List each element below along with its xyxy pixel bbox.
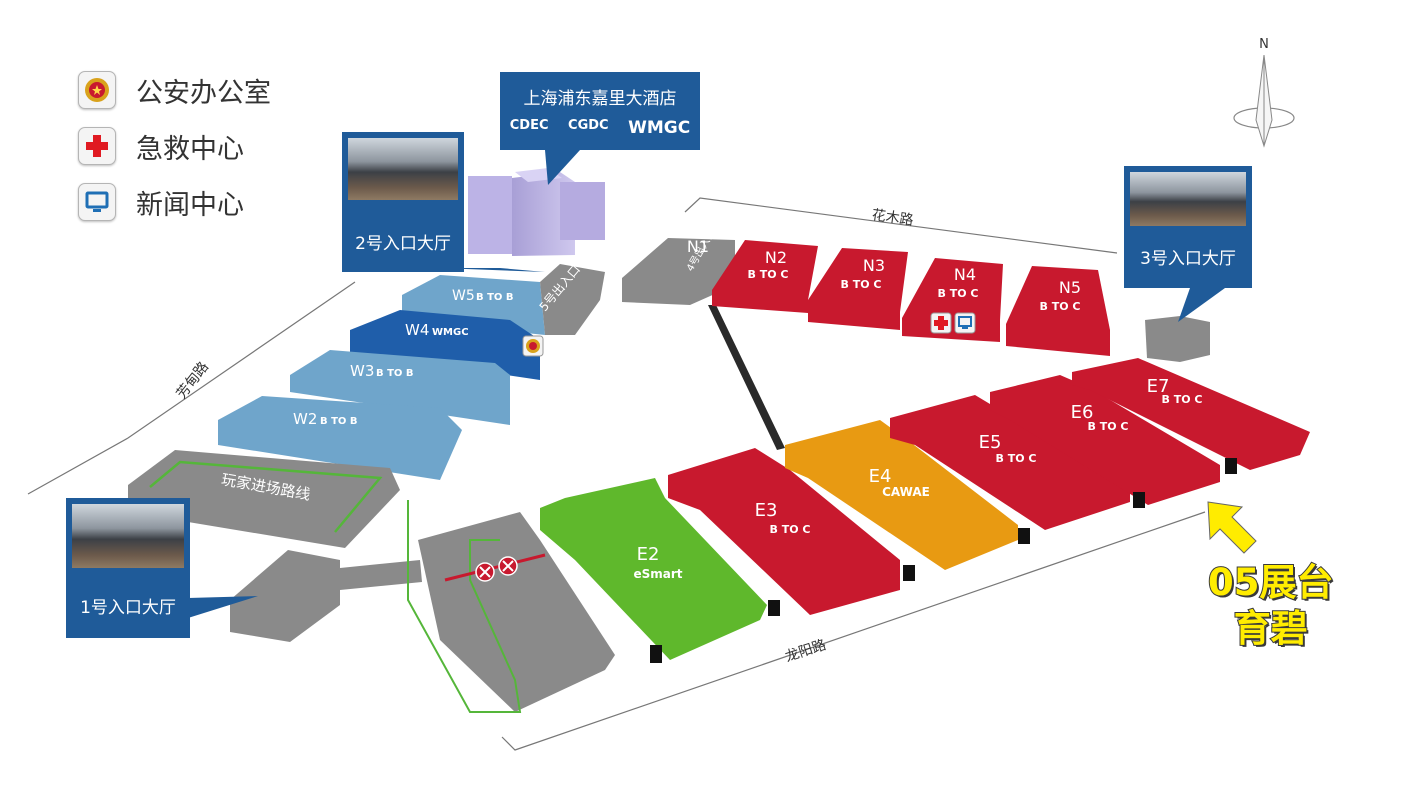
connector-1 — [340, 560, 422, 590]
hall-e5-block[interactable] — [890, 395, 1130, 530]
hall-w4-block[interactable] — [350, 310, 540, 380]
hall-3-entrance-block[interactable] — [1145, 316, 1210, 362]
hall-n2-type: B TO C — [748, 268, 789, 281]
hall-e3-name: E3 — [755, 500, 778, 521]
cdec-logo: CDEC — [509, 118, 549, 133]
hall-e6-block[interactable] — [990, 375, 1220, 505]
hall-n4-block[interactable] — [902, 258, 1003, 342]
hall-e3-type: B TO C — [770, 523, 811, 536]
wmgc-logo: WMGC — [628, 118, 691, 138]
legend-press-label: 新闻中心 — [136, 189, 244, 221]
hall-2-photo — [348, 138, 458, 200]
hall-3-photo — [1130, 172, 1246, 226]
hall-e5-type: B TO C — [996, 452, 1037, 465]
cgdc-logo: CGDC — [568, 118, 609, 133]
closed-icon-2 — [498, 556, 518, 576]
hall-e2-block[interactable] — [540, 478, 767, 660]
police-badge-icon — [78, 71, 116, 109]
hall-n2-name: N2 — [765, 248, 787, 267]
roads — [27, 197, 1206, 751]
legend-medical-label: 急救中心 — [136, 133, 244, 165]
road-north-label: 花木路 — [871, 207, 915, 229]
hall-n5-name: N5 — [1059, 278, 1081, 297]
hall-n1-name: N1 — [687, 237, 709, 256]
hotel-title: 上海浦东嘉里大酒店 — [523, 89, 677, 109]
hall-3-callout[interactable]: 3号入口大厅 — [1124, 166, 1252, 288]
hall-n5-type: B TO C — [1040, 300, 1081, 313]
medical-cross-icon — [78, 127, 116, 165]
n4-medical-marker[interactable] — [930, 312, 952, 334]
hall-w2-type: B TO B — [320, 416, 358, 427]
monitor-icon — [78, 183, 116, 221]
legend-item-police: 公安办公室 — [78, 62, 271, 118]
closed-icon-1 — [475, 562, 495, 582]
hall-3-label: 3号入口大厅 — [1140, 249, 1236, 269]
hall-w5-type: B TO B — [476, 292, 514, 303]
hall-n4-type: B TO C — [938, 287, 979, 300]
hall-w2-name: W2 — [293, 410, 317, 428]
east-halls — [540, 358, 1310, 660]
hall-w3-type: B TO B — [376, 368, 414, 379]
hotel-logos: CDEC CGDC WMGC — [500, 118, 700, 138]
hall-n3-name: N3 — [863, 256, 885, 275]
hall-w5-name: W5 — [452, 288, 475, 304]
hall-e4-name: E4 — [869, 466, 892, 487]
west-halls — [218, 264, 605, 480]
hall-w2-block[interactable] — [218, 396, 462, 480]
hall-n4-name: N4 — [954, 265, 976, 284]
hall-e3-block[interactable] — [668, 448, 900, 615]
hall-1-photo — [72, 504, 184, 568]
legend: 公安办公室 急救中心 新闻中心 — [78, 62, 271, 230]
compass-icon — [1233, 54, 1295, 148]
hall-w5-exit-block[interactable] — [540, 264, 605, 335]
legend-item-press: 新闻中心 — [78, 174, 271, 230]
hotel-callout[interactable]: 上海浦东嘉里大酒店 CDEC CGDC WMGC — [500, 72, 700, 150]
hall-w3-name: W3 — [350, 362, 374, 380]
route-central — [407, 500, 522, 713]
booth-exhibitor: 育碧 — [1233, 606, 1309, 651]
north-halls — [622, 238, 1110, 356]
w4-police-marker[interactable] — [522, 335, 544, 357]
hall-n5-block[interactable] — [1006, 266, 1110, 356]
central-entrance-block[interactable] — [418, 512, 615, 712]
hall-e2-name: E2 — [637, 544, 660, 565]
hall-e4-type: CAWAE — [882, 485, 930, 499]
hall-e5-name: E5 — [979, 432, 1002, 453]
hall-e7-type: B TO C — [1162, 393, 1203, 406]
hall-1-callout[interactable]: 1号入口大厅 — [66, 498, 190, 638]
hall-n3-block[interactable] — [808, 248, 908, 330]
hall-e7-name: E7 — [1147, 376, 1170, 397]
booth-arrow-icon — [1207, 501, 1257, 554]
hall-2-callout[interactable]: 2号入口大厅 — [342, 132, 464, 272]
hall-w4-name: W4 — [405, 321, 429, 339]
hall-e7-block[interactable] — [1072, 358, 1310, 470]
hall-e6-type: B TO C — [1088, 420, 1129, 433]
hall-e4-block[interactable] — [785, 420, 1018, 570]
road-south-label: 龙阳路 — [783, 637, 828, 665]
legend-item-medical: 急救中心 — [78, 118, 271, 174]
player-route-line — [149, 460, 383, 533]
hall-n2-block[interactable] — [712, 240, 818, 313]
legend-police-label: 公安办公室 — [136, 77, 271, 109]
booth-highlight[interactable]: 05展台 育碧 — [1207, 560, 1334, 652]
n4-press-marker[interactable] — [954, 312, 976, 334]
hall-1-label: 1号入口大厅 — [80, 598, 176, 618]
hall-e2-type: eSmart — [633, 567, 682, 581]
hall-w4-type: WMGC — [432, 327, 469, 338]
hall-2-label: 2号入口大厅 — [355, 234, 451, 254]
booth-number: 05展台 — [1207, 560, 1334, 605]
hall-e6-name: E6 — [1071, 402, 1094, 423]
callout-pointers — [188, 150, 1225, 618]
hall-n1-block[interactable] — [622, 238, 735, 305]
hall-1-entrance-block[interactable] — [230, 550, 340, 642]
hall-w3-block[interactable] — [290, 350, 510, 425]
entry-doors — [650, 458, 1237, 663]
hall-n3-type: B TO C — [841, 278, 882, 291]
walkway — [708, 305, 785, 450]
road-west-label: 芳甸路 — [173, 358, 212, 402]
closed-barrier — [444, 553, 546, 582]
compass-north-label: N — [1259, 37, 1269, 52]
hotel-building[interactable] — [468, 168, 605, 256]
